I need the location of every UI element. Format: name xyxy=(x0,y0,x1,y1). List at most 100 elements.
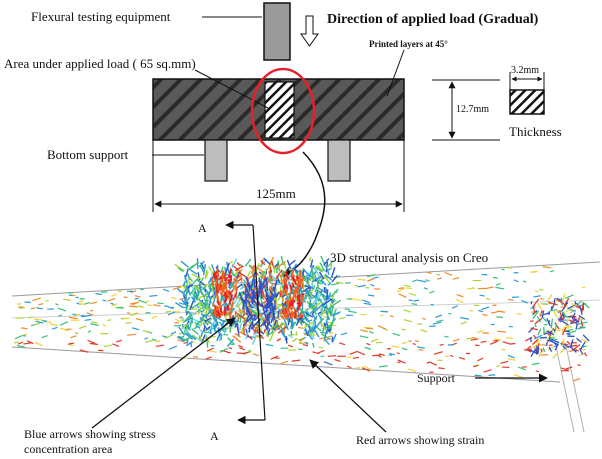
strain-arrow xyxy=(17,303,21,305)
strain-arrow xyxy=(407,368,417,373)
strain-arrow xyxy=(138,299,147,304)
support-arrow xyxy=(539,310,543,317)
stress-arrow xyxy=(221,320,225,329)
stress-arrow xyxy=(256,266,267,275)
stress-arrow xyxy=(276,322,280,330)
support-arrow xyxy=(560,342,567,350)
strain-arrow xyxy=(339,342,346,346)
strain-arrow xyxy=(509,342,516,345)
strain-arrow xyxy=(452,277,460,280)
stress-arrow xyxy=(317,313,323,321)
stress-arrow xyxy=(284,296,289,301)
stress-arrow xyxy=(180,315,185,321)
strain-arrow xyxy=(28,316,33,319)
stress-arrow xyxy=(198,301,203,306)
stress-arrow xyxy=(191,273,202,280)
stress-arrow xyxy=(320,309,325,317)
stress-arrow xyxy=(207,287,212,298)
support-arrow xyxy=(580,320,584,328)
strain-arrow xyxy=(363,302,372,306)
stress-arrow xyxy=(288,267,293,271)
hot-zone-arrow xyxy=(289,284,293,292)
strain-arrow xyxy=(80,314,85,317)
fea-result xyxy=(11,255,601,433)
stress-arrow xyxy=(315,266,323,273)
strain-arrow xyxy=(517,366,527,371)
stress-arrow xyxy=(318,287,329,295)
strain-arrow xyxy=(524,348,533,351)
stress-arrow xyxy=(320,292,326,301)
stress-arrow xyxy=(303,307,309,314)
strain-arrow xyxy=(318,346,323,349)
stress-arrow xyxy=(191,328,199,335)
strain-arrow xyxy=(473,364,479,368)
support-arrow xyxy=(553,298,556,303)
section-label-bottom: A xyxy=(210,429,219,443)
strain-arrow xyxy=(458,356,466,360)
strain-arrow xyxy=(291,359,301,362)
stress-arrow xyxy=(207,320,215,333)
strain-arrow xyxy=(500,360,509,364)
support-arrow xyxy=(579,305,583,315)
hot-zone-arrow xyxy=(227,311,232,319)
strain-arrow xyxy=(126,312,131,314)
stress-arrow xyxy=(323,330,328,339)
fea-support-2 xyxy=(565,345,585,433)
strain-arrow xyxy=(455,298,464,304)
support-arrow xyxy=(541,316,548,323)
strain-arrow xyxy=(116,339,122,343)
support-arrow xyxy=(582,301,590,309)
right-support xyxy=(327,139,351,182)
strain-arrow xyxy=(172,286,181,290)
strain-arrow xyxy=(324,361,333,366)
stress-arrow xyxy=(183,329,189,335)
stress-arrow xyxy=(323,322,326,327)
strain-arrow xyxy=(135,318,144,322)
stress-arrow xyxy=(238,308,242,314)
strain-arrow xyxy=(167,311,176,316)
strain-arrow xyxy=(534,290,539,293)
stress-arrow xyxy=(187,283,194,289)
stress-concentration-arrow xyxy=(273,279,278,291)
strain-arrow xyxy=(403,309,411,313)
strain-arrow xyxy=(79,303,86,305)
blue-arrows-label: Blue arrows showing stress concentration… xyxy=(24,427,156,456)
strain-arrow xyxy=(380,314,384,317)
strain-arrow xyxy=(219,348,228,353)
stress-concentration-arrow xyxy=(251,289,255,305)
strain-arrow xyxy=(21,327,28,330)
support-arrow xyxy=(549,340,558,345)
strain-arrow xyxy=(162,288,170,292)
strain-arrow xyxy=(367,277,374,282)
stress-arrow xyxy=(298,337,304,344)
strain-arrow xyxy=(507,358,516,362)
strain-arrow xyxy=(164,305,169,308)
stress-concentration-arrow xyxy=(255,297,263,308)
support-label: Support xyxy=(417,371,456,385)
stress-arrow xyxy=(200,262,205,269)
stress-concentration-arrow xyxy=(265,278,269,291)
support-arrow xyxy=(546,330,555,336)
hot-zone-arrow xyxy=(220,311,224,317)
support-arrow xyxy=(577,326,586,330)
strain-arrow xyxy=(366,273,376,278)
support-arrow xyxy=(553,324,558,333)
strain-arrow xyxy=(134,295,141,298)
strain-arrow xyxy=(360,329,368,333)
height-dimension-label: 12.7mm xyxy=(456,104,490,115)
strain-arrow xyxy=(57,307,67,312)
stress-arrow xyxy=(245,330,249,340)
stress-arrow xyxy=(180,318,185,322)
stress-arrow xyxy=(314,284,319,293)
strain-arrow xyxy=(115,306,124,309)
hot-zone-arrow xyxy=(229,294,234,302)
section-label-top: A xyxy=(198,221,207,235)
strain-arrow xyxy=(548,337,558,341)
stress-arrow xyxy=(185,311,189,316)
bottom-support-label: Bottom support xyxy=(47,147,129,162)
strain-arrow xyxy=(72,313,77,316)
support-arrow xyxy=(561,326,567,336)
strain-arrow xyxy=(298,326,304,329)
strain-arrow xyxy=(78,299,84,303)
stress-arrow xyxy=(267,328,271,335)
